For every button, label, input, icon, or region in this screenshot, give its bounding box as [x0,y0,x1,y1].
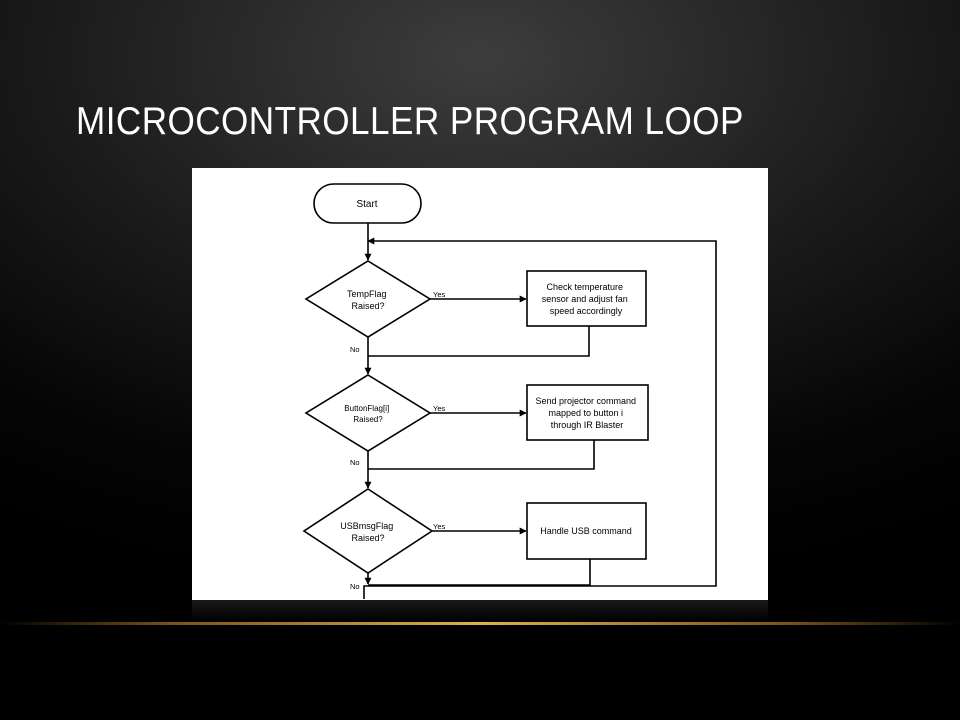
decision-buttonflag [304,374,432,452]
action-check-temperature-line-2: sensor and adjust fan [542,294,628,304]
decision-tempflag-label: TempFlag Raised? [347,289,389,311]
decision-buttonflag-line-1: ButtonFlag[i] [344,404,389,413]
action-check-temperature-line-1: Check temperature [546,282,623,292]
action-check-temperature [526,270,647,327]
loop-back-arrow [363,237,717,599]
action-handle-usb-command-label: Handle USB command [540,526,632,536]
action-send-projector-command-line-1: Send projector command [535,396,636,406]
start-label: Start [356,199,377,210]
decision-tempflag-line-1: TempFlag [347,289,387,299]
flowchart-svg: Start TempFlag Raised? Yes Check tempera… [302,183,717,599]
return-line-1 [368,326,590,357]
action-handle-usb-command [526,502,647,560]
decision-usbmsgflag-line-1: USBmsgFlag [340,521,393,531]
action-send-projector-command-line-2: mapped to button i [548,408,623,418]
action-send-projector-command-line-3: through IR Blaster [551,420,624,430]
yes-label-2: Yes [433,404,445,413]
action-send-projector-command [526,384,649,441]
image-reflection [192,600,768,622]
no-label-1: No [350,345,360,354]
decision-buttonflag-label: ButtonFlag[i] Raised? [344,403,391,424]
gold-divider-line [0,622,960,625]
decision-tempflag-line-2: Raised? [351,301,384,311]
no-label-3: No [350,582,360,591]
return-line-3 [368,559,591,586]
decision-tempflag [304,260,432,338]
decision-usbmsgflag [302,488,434,574]
slide-title: MICROCONTROLLER PROGRAM LOOP [76,100,744,143]
decision-usbmsgflag-line-2: Raised? [351,533,384,543]
no-label-2: No [350,458,360,467]
yes-label-3: Yes [433,522,445,531]
action-send-projector-command-label: Send projector command mapped to button … [535,396,638,430]
yes-label-1: Yes [433,290,445,299]
flowchart-image: Start TempFlag Raised? Yes Check tempera… [192,168,768,600]
action-check-temperature-line-3: speed accordingly [550,306,623,316]
return-line-2 [368,440,595,470]
action-check-temperature-label: Check temperature sensor and adjust fan … [542,282,631,316]
decision-usbmsgflag-label: USBmsgFlag Raised? [340,521,396,543]
decision-buttonflag-line-2: Raised? [353,415,383,424]
